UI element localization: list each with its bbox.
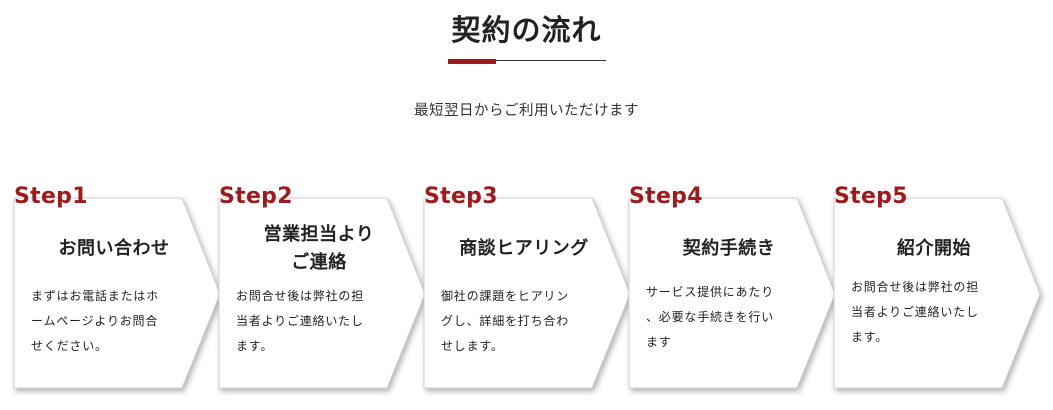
- step-arrow-shape: [218, 197, 426, 389]
- section-subtitle: 最短翌日からご利用いただけます: [414, 103, 639, 119]
- step-arrow-shape: [833, 197, 1041, 389]
- step-arrow-shape: [628, 197, 836, 389]
- step-description: まずはお電話またはホ ームページよりお問合 せください。: [31, 289, 160, 353]
- section-title: 契約の流れ: [451, 13, 602, 47]
- step-description: サービス提供にあたり 、必要な手続きを行い ます: [646, 285, 775, 349]
- step-arrow-shape: [13, 197, 221, 389]
- step-card-3: Step3 商談ヒアリング 御社の課題をヒアリン グし、詳細を打ち合わ せします…: [423, 183, 639, 395]
- step-card-4: Step4 契約手続き サービス提供にあたり 、必要な手続きを行い ます: [628, 183, 844, 395]
- title-underline-accent: [448, 59, 496, 64]
- step-card-5: Step5 紹介開始 お問合せ後は弊社の担 当者よりご連絡いたし ます。: [833, 183, 1049, 395]
- step-card-2: Step2 営業担当より ご連絡 お問合せ後は弊社の担 当者よりご連絡いたし ま…: [218, 183, 434, 395]
- step-label: Step1: [14, 184, 88, 209]
- step-heading: 営業担当より ご連絡: [263, 224, 375, 273]
- step-card-1: Step1 お問い合わせ まずはお電話またはホ ームページよりお問合 せください…: [13, 183, 229, 395]
- title-underline: [448, 60, 606, 61]
- step-heading: お問い合わせ: [58, 238, 170, 259]
- step-heading: 商談ヒアリング: [459, 238, 589, 259]
- step-label: Step4: [629, 184, 703, 209]
- step-label: Step5: [834, 184, 908, 209]
- step-description: お問合せ後は弊社の担 当者よりご連絡いたし ます。: [236, 289, 365, 353]
- step-label: Step3: [424, 184, 498, 209]
- step-label: Step2: [219, 184, 293, 209]
- step-description: 御社の課題をヒアリン グし、詳細を打ち合わ せします。: [441, 289, 570, 353]
- step-description: お問合せ後は弊社の担 当者よりご連絡いたし ます。: [851, 280, 980, 344]
- step-arrow-shape: [423, 197, 631, 389]
- step-heading: 契約手続き: [682, 238, 776, 259]
- step-heading: 紹介開始: [897, 238, 971, 259]
